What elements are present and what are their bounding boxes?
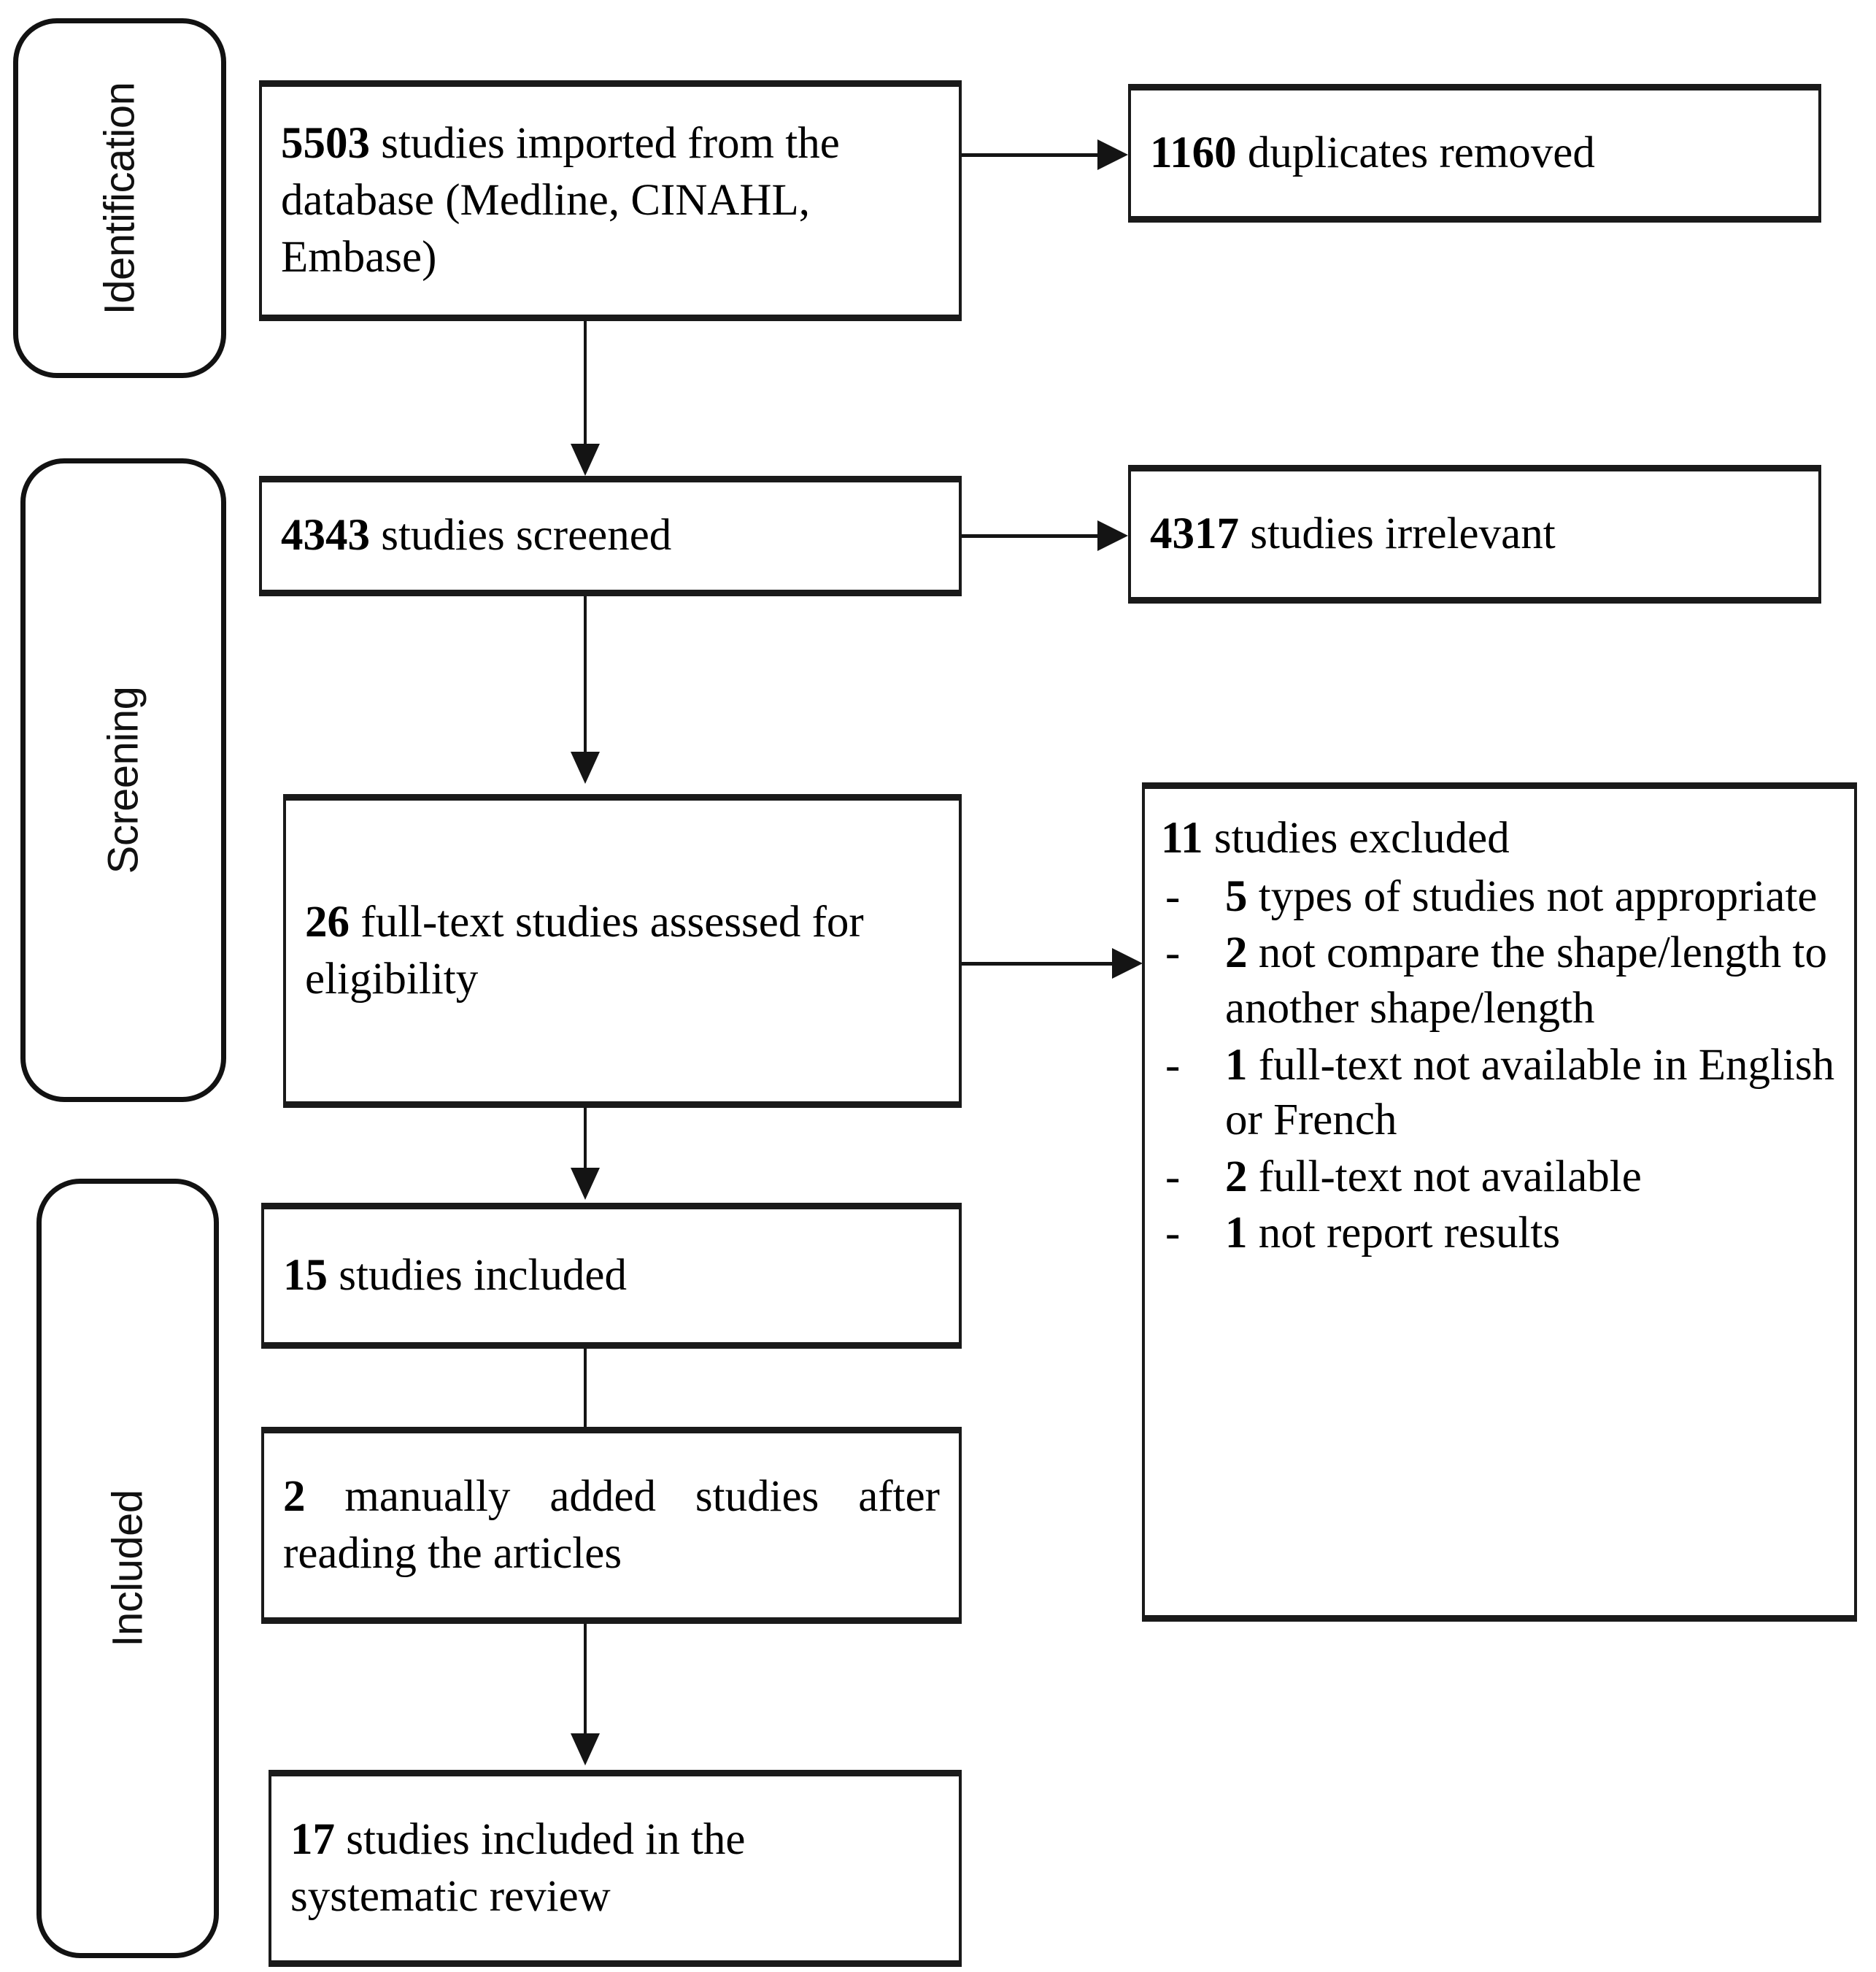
bullet-dash-icon: -: [1165, 928, 1181, 978]
exclusion-reason-item: -1 full-text not available in English or…: [1161, 1038, 1841, 1148]
box-studies-imported: 5503 studies imported from the database …: [259, 80, 962, 321]
box-studies-irrelevant-label: studies irrelevant: [1239, 509, 1556, 558]
arrowhead-imported-to-screened: [571, 444, 600, 476]
box-studies-included-15-label: studies included: [328, 1250, 627, 1300]
box-studies-imported-count: 5503: [281, 118, 370, 168]
box-final-included-studies-text: 17 studies included in the systematic re…: [271, 1811, 959, 1925]
box-full-text-eligibility-count: 26: [305, 897, 350, 947]
box-studies-included-15-text: 15 studies included: [264, 1247, 959, 1304]
box-manually-added-studies-count: 2: [283, 1471, 306, 1521]
connector-imported-to-screened: [584, 321, 587, 452]
connector-screened-to-eligibility: [584, 596, 587, 760]
exclusion-reason-count: 2: [1225, 928, 1248, 978]
exclusion-reason-count: 2: [1225, 1152, 1248, 1201]
stage-pill-identification: Identification: [13, 18, 226, 378]
box-studies-screened-text: 4343 studies screened: [262, 507, 959, 564]
arrowhead-manual-to-final: [571, 1733, 600, 1765]
exclusion-reason-item: -2 full-text not available: [1161, 1149, 1841, 1205]
box-studies-irrelevant-count: 4317: [1150, 509, 1239, 558]
box-studies-screened-label: studies screened: [370, 511, 672, 561]
arrowhead-screened-to-irrelevant: [1097, 520, 1128, 551]
exclusion-reason-text: full-text not available: [1247, 1152, 1642, 1201]
box-duplicates-removed-count: 1160: [1150, 128, 1237, 177]
stage-pill-included: Included: [36, 1179, 219, 1958]
box-studies-irrelevant-text: 4317 studies irrelevant: [1131, 506, 1818, 563]
box-studies-included-15: 15 studies included: [261, 1203, 962, 1349]
box-studies-excluded-count: 11: [1161, 814, 1203, 863]
exclusion-reason-count: 1: [1225, 1040, 1248, 1090]
connector-screened-to-irrelevant: [962, 534, 1099, 538]
exclusion-reason-text: not report results: [1247, 1209, 1561, 1258]
box-manually-added-studies: 2 manually added studies after reading t…: [261, 1427, 962, 1624]
stage-label-identification: Identification: [96, 82, 144, 315]
connector-imported-to-duplicates: [962, 153, 1099, 157]
arrowhead-eligibility-to-excluded: [1112, 948, 1143, 979]
arrowhead-screened-to-eligibility: [571, 752, 600, 784]
exclusion-reason-text: not compare the shape/length to another …: [1225, 928, 1827, 1033]
connector-manual-to-final: [584, 1624, 587, 1741]
box-studies-irrelevant: 4317 studies irrelevant: [1128, 465, 1821, 604]
box-studies-imported-label: studies imported from the database (Medl…: [281, 118, 840, 282]
box-manually-added-studies-text: 2 manually added studies after reading t…: [264, 1468, 959, 1582]
connector-eligibility-to-excluded: [962, 962, 1113, 966]
exclusion-reason-item: -1 not report results: [1161, 1206, 1841, 1261]
bullet-dash-icon: -: [1165, 1209, 1181, 1258]
box-studies-screened-count: 4343: [281, 511, 370, 561]
bullet-dash-icon: -: [1165, 1152, 1181, 1201]
box-studies-excluded-label: studies excluded: [1203, 814, 1510, 863]
exclusion-reason-item: -5 types of studies not appropriate: [1161, 869, 1841, 925]
bullet-dash-icon: -: [1165, 871, 1181, 921]
arrowhead-eligibility-to-included: [571, 1168, 600, 1200]
box-studies-included-15-count: 15: [283, 1250, 328, 1300]
box-final-included-studies-count: 17: [290, 1814, 335, 1864]
connector-eligibility-to-included: [584, 1108, 587, 1174]
box-full-text-eligibility-label: full-text studies assessed for eligibili…: [305, 897, 864, 1004]
exclusion-reason-text: types of studies not appropriate: [1247, 871, 1818, 921]
box-duplicates-removed-label: duplicates removed: [1236, 128, 1595, 177]
connector-included-to-manual: [584, 1349, 587, 1444]
box-studies-screened: 4343 studies screened: [259, 476, 962, 596]
stage-pill-screening: Screening: [20, 458, 226, 1102]
box-duplicates-removed: 1160 duplicates removed: [1128, 84, 1821, 223]
exclusion-reason-item: -2 not compare the shape/length to anoth…: [1161, 925, 1841, 1036]
stage-label-screening: Screening: [99, 686, 147, 874]
exclusion-reason-text: full-text not available in English or Fr…: [1225, 1040, 1835, 1145]
exclusion-reason-count: 1: [1225, 1209, 1248, 1258]
exclusion-reason-list: -5 types of studies not appropriate -2 n…: [1145, 869, 1854, 1261]
box-studies-imported-text: 5503 studies imported from the database …: [262, 115, 959, 286]
exclusion-reason-count: 5: [1225, 871, 1248, 921]
box-full-text-eligibility: 26 full-text studies assessed for eligib…: [283, 794, 962, 1108]
bullet-dash-icon: -: [1165, 1040, 1181, 1090]
box-manually-added-studies-label: manually added studies after reading the…: [283, 1471, 940, 1578]
arrowhead-imported-to-duplicates: [1097, 139, 1128, 170]
box-final-included-studies: 17 studies included in the systematic re…: [269, 1770, 962, 1967]
box-full-text-eligibility-text: 26 full-text studies assessed for eligib…: [286, 894, 959, 1008]
box-final-included-studies-label: studies included in the systematic revie…: [290, 1814, 746, 1921]
stage-label-included: Included: [104, 1490, 152, 1647]
box-studies-excluded: 11 studies excluded -5 types of studies …: [1142, 782, 1857, 1622]
box-duplicates-removed-text: 1160 duplicates removed: [1131, 125, 1818, 182]
box-studies-excluded-heading: 11 studies excluded: [1145, 811, 1854, 866]
